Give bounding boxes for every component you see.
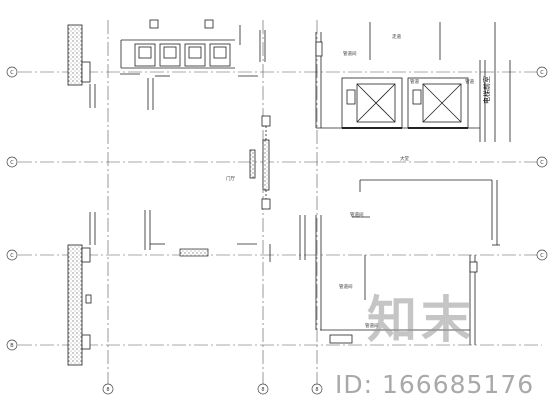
axis-bubbles: [6, 66, 548, 395]
axis-label-left-2: C: [10, 160, 14, 166]
axis-label-bottom-3: 8: [315, 387, 318, 393]
central-column: [249, 115, 271, 210]
watermark-id: ID: 166685176: [335, 370, 535, 399]
elevator-core: [341, 77, 469, 129]
room-label-c: 电梯前室: [482, 76, 491, 104]
restroom-stalls: [120, 19, 266, 69]
axis-label-bottom-1: 8: [106, 387, 109, 393]
axis-bubble-labels: C C C B C C C 8 8 8: [10, 70, 544, 393]
room-label-g: 管道间: [339, 283, 353, 290]
interior-partitions: [120, 73, 306, 262]
room-label-a: 管道间: [343, 50, 357, 57]
right-side-walls: [315, 22, 511, 345]
axis-label-right-1: C: [540, 70, 544, 76]
hatched-wall-strip: [179, 248, 209, 257]
axis-label-bottom-2: 8: [261, 387, 264, 393]
room-label-f: 管道间: [350, 211, 364, 218]
axis-label-right-2: C: [540, 160, 544, 166]
room-label-e: 大堂: [400, 155, 409, 162]
axis-label-left-1: C: [10, 70, 14, 76]
axis-label-left-3: C: [10, 253, 14, 259]
room-label-b: 走道: [392, 33, 401, 40]
room-label-h: 管道间: [365, 322, 379, 329]
room-labels: 管道间 走道 门厅 大堂 管道间 管道间 管道间 管道 管道: [226, 33, 474, 329]
watermark-brand: 知末: [367, 291, 475, 349]
room-label-j: 管道: [410, 78, 419, 85]
left-exterior-walls: [67, 24, 96, 366]
room-label-i: 管道: [465, 78, 474, 85]
room-label-d: 门厅: [226, 175, 235, 182]
axis-label-right-3: C: [540, 253, 544, 259]
axis-label-left-4: B: [10, 343, 14, 349]
